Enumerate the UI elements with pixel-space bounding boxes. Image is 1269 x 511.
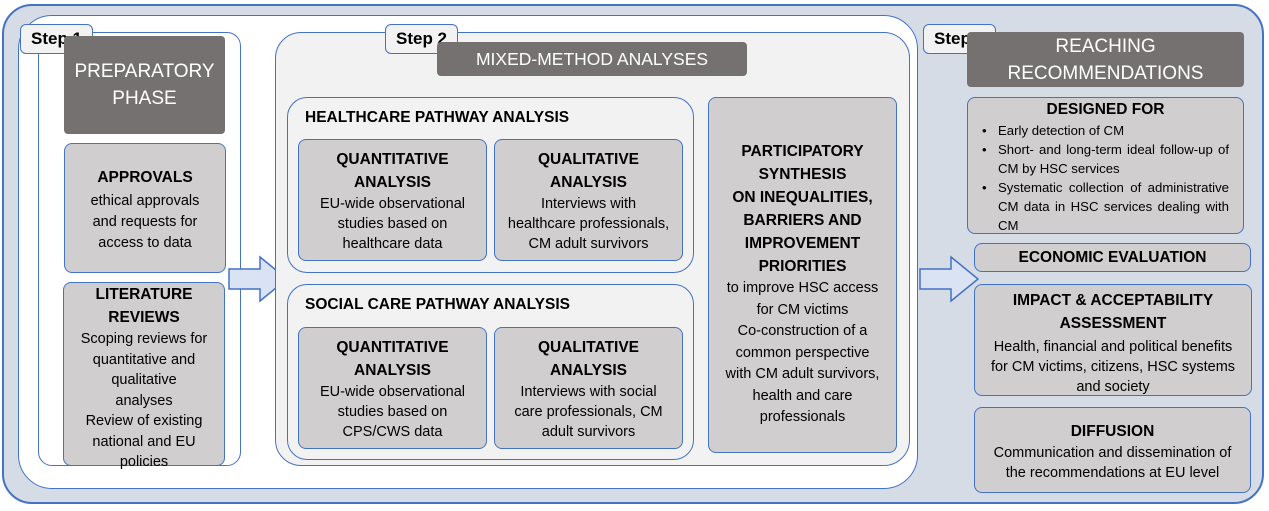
social-qualitative-box: QUALITATIVE ANALYSIS Interviews with soc… <box>494 327 683 449</box>
text-line: analyses <box>115 392 173 409</box>
heading-line: IMPACT & ACCEPTABILITY <box>1012 292 1214 309</box>
diffusion-box: DIFFUSION Communication and disseminatio… <box>974 407 1251 493</box>
participatory-synthesis-box: PARTICIPATORY SYNTHESIS ON INEQUALITIES,… <box>708 97 897 453</box>
text-line: EU-wide observational <box>319 384 466 400</box>
literature-reviews-box: LITERATURE REVIEWS Scoping reviews for q… <box>63 282 225 470</box>
healthcare-quantitative-box: QUANTITATIVE ANALYSIS EU-wide observatio… <box>298 139 487 261</box>
heading-line: IMPROVEMENT <box>744 235 861 252</box>
text-line: professionals <box>759 409 846 425</box>
heading-line: QUANTITATIVE <box>336 339 449 356</box>
title-line: PHASE <box>112 88 177 109</box>
arrow-step2-to-step3 <box>919 255 980 303</box>
social-quantitative-box: QUANTITATIVE ANALYSIS EU-wide observatio… <box>298 327 487 449</box>
text-line: quantitative and <box>92 351 196 368</box>
text-line: Communication and dissemination of <box>993 445 1232 461</box>
diffusion-heading: DIFFUSION <box>1070 423 1155 440</box>
heading-line: PARTICIPATORY <box>741 143 864 160</box>
text-line: the recommendations at EU level <box>1005 465 1220 481</box>
text-line: healthcare data <box>342 236 443 252</box>
social-care-pathway-title: SOCIAL CARE PATHWAY ANALYSIS <box>305 296 570 313</box>
text-line: Interviews with social <box>520 384 657 400</box>
text-line: CPS/CWS data <box>342 424 443 440</box>
list-item: Short- and long-term ideal follow-up of … <box>980 140 1229 178</box>
text-line: health and care <box>752 387 853 404</box>
heading-line: PRIORITIES <box>758 258 847 275</box>
text-line: studies based on <box>337 216 448 232</box>
text-line: for CM victims <box>756 301 849 318</box>
literature-heading-line: LITERATURE <box>95 286 193 303</box>
literature-heading-line: REVIEWS <box>108 309 180 326</box>
text-line: to improve HSC access <box>726 280 879 296</box>
text-line: qualitative <box>111 372 177 388</box>
healthcare-qualitative-box: QUALITATIVE ANALYSIS Interviews with hea… <box>494 139 683 261</box>
text-line: national and EU <box>92 433 196 450</box>
text-line: common perspective <box>735 344 870 361</box>
text-line: for CM victims, citizens, HSC systems <box>990 359 1236 375</box>
text-line: ethical approvals <box>90 193 200 209</box>
text-line: studies based on <box>337 404 448 420</box>
preparatory-phase-title: PREPARATORY PHASE <box>64 36 225 134</box>
heading-line: ANALYSIS <box>354 174 431 191</box>
heading-line: ANALYSIS <box>354 362 431 379</box>
reaching-recommendations-title: REACHING RECOMMENDATIONS <box>967 32 1244 87</box>
approvals-box: APPROVALS ethical approvals and requests… <box>64 143 226 273</box>
text-line: access to data <box>98 235 192 251</box>
heading-line: ANALYSIS <box>550 362 627 379</box>
text-line: Review of existing <box>85 413 203 429</box>
text-line: with CM adult survivors, <box>725 366 880 382</box>
text-line: policies <box>119 454 169 470</box>
heading-line: ANALYSIS <box>550 174 627 191</box>
heading-line: ON INEQUALITIES, <box>732 189 873 206</box>
text-line: healthcare professionals, <box>507 216 670 232</box>
heading-line: ASSESSMENT <box>1059 315 1167 332</box>
heading-line: QUALITATIVE <box>537 339 640 356</box>
text-line: care professionals, CM <box>514 404 663 420</box>
text-line: and society <box>1076 379 1150 395</box>
text-line: Co-construction of a <box>737 323 868 339</box>
impact-assessment-box: IMPACT & ACCEPTABILITY ASSESSMENT Health… <box>974 284 1252 396</box>
designed-for-box: DESIGNED FOR Early detection of CM Short… <box>967 97 1244 234</box>
title-line: RECOMMENDATIONS <box>1007 63 1204 84</box>
text-line: and requests for <box>92 214 198 230</box>
title-line: PREPARATORY <box>74 61 215 82</box>
list-item: Systematic collection of administrative … <box>980 178 1229 235</box>
heading-line: QUALITATIVE <box>537 151 640 168</box>
designed-for-heading: DESIGNED FOR <box>1046 101 1165 118</box>
approvals-heading: APPROVALS <box>97 169 193 186</box>
heading-line: QUANTITATIVE <box>336 151 449 168</box>
heading-line: SYNTHESIS <box>758 166 847 183</box>
designed-for-list: Early detection of CM Short- and long-te… <box>968 121 1243 235</box>
text-line: Health, financial and political benefits <box>993 339 1233 355</box>
text-line: adult survivors <box>541 424 636 440</box>
arrow-step1-to-step2 <box>228 255 289 303</box>
title-line: REACHING <box>1055 36 1156 57</box>
text-line: Scoping reviews for <box>80 331 208 347</box>
list-item: Early detection of CM <box>980 121 1229 140</box>
healthcare-pathway-title: HEALTHCARE PATHWAY ANALYSIS <box>305 109 570 126</box>
text-line: CM adult survivors <box>528 236 649 252</box>
mixed-method-title: MIXED-METHOD ANALYSES <box>437 42 747 76</box>
economic-evaluation-box: ECONOMIC EVALUATION <box>974 243 1251 272</box>
heading-line: BARRIERS AND <box>743 212 862 229</box>
economic-evaluation-heading: ECONOMIC EVALUATION <box>1018 249 1207 266</box>
text-line: EU-wide observational <box>319 196 466 212</box>
text-line: Interviews with <box>540 196 637 212</box>
